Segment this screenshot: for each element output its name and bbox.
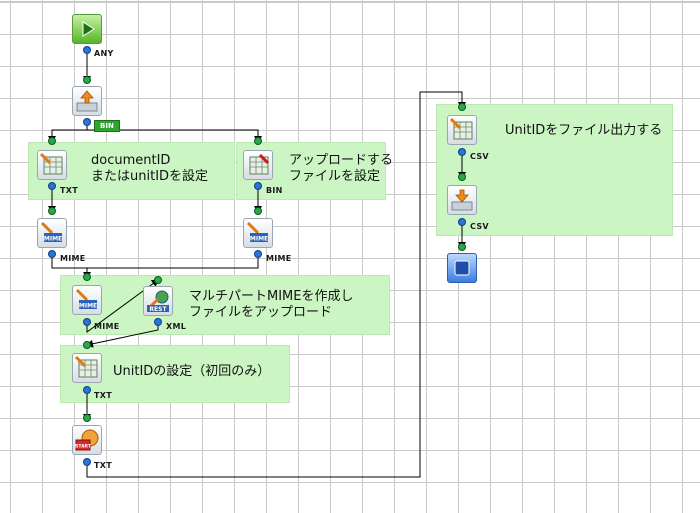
note-unitid-setting-text: UnitIDの設定（初回のみ） [113, 364, 271, 379]
wire-mime2-mime3 [87, 256, 259, 269]
unitid-input-port[interactable] [83, 341, 91, 349]
mime1-output-label: MIME [60, 254, 86, 263]
write-output-port[interactable] [458, 148, 466, 156]
write-input-port[interactable] [458, 103, 466, 111]
setfile-output-port[interactable] [254, 182, 262, 190]
note-set-upload-file-line2: ファイルを設定 [289, 169, 381, 184]
read-output-label: BIN [94, 120, 120, 132]
script-icon[interactable]: START [72, 425, 102, 455]
setid-input-port[interactable] [48, 137, 56, 145]
setid-output-port[interactable] [48, 182, 56, 190]
mime1-input-port[interactable] [48, 207, 56, 215]
write-output-label: CSV [470, 152, 489, 161]
script-input-port[interactable] [83, 414, 91, 422]
setid-output-label: TXT [60, 186, 78, 195]
rest-input-port[interactable] [154, 276, 162, 284]
csv-input-port[interactable] [458, 173, 466, 181]
rest-output-label: XML [166, 322, 187, 331]
setfile-output-label: BIN [266, 186, 283, 195]
mime1-output-port[interactable] [48, 250, 56, 258]
rest-output-port[interactable] [154, 318, 162, 326]
play-icon[interactable] [72, 14, 102, 44]
spreadsheet-mapper-icon[interactable] [37, 150, 67, 180]
mime3-output-label: MIME [94, 322, 120, 331]
read-input-port[interactable] [83, 76, 91, 84]
mime2-output-port[interactable] [254, 250, 262, 258]
note-set-document-id-line2: またはunitIDを設定 [91, 169, 209, 184]
start-output-port[interactable] [83, 46, 91, 54]
disk-read-icon[interactable] [72, 86, 102, 116]
stop-input-port[interactable] [458, 243, 466, 251]
unitid-output-port[interactable] [83, 386, 91, 394]
note-multipart-upload-line1: マルチパートMIMEを作成し [189, 289, 354, 304]
csv-output-port[interactable] [458, 218, 466, 226]
note-multipart-upload[interactable]: マルチパートMIMEを作成し ファイルをアップロード [60, 275, 390, 335]
rest-icon[interactable]: REST [143, 286, 173, 316]
file-mapper-icon[interactable] [243, 150, 273, 180]
spreadsheet-mapper-icon[interactable] [72, 353, 102, 383]
setfile-input-port[interactable] [254, 137, 262, 145]
read-output-port[interactable] [83, 118, 91, 126]
mime3-input-port[interactable] [83, 273, 91, 281]
mime-icon[interactable]: MIME [72, 285, 102, 315]
note-multipart-upload-line2: ファイルをアップロード [189, 305, 333, 320]
svg-text:MIME: MIME [44, 236, 62, 243]
script-output-label: TXT [94, 461, 112, 470]
svg-text:MIME: MIME [250, 236, 268, 243]
disk-write-icon[interactable] [447, 185, 477, 215]
mime2-input-port[interactable] [254, 207, 262, 215]
svg-text:MIME: MIME [79, 303, 97, 310]
stop-icon[interactable] [447, 253, 477, 283]
mime-icon[interactable]: MIME [243, 218, 273, 248]
note-set-document-id-line1: documentID [91, 153, 171, 168]
wire-script-write [86, 91, 466, 478]
mime2-output-label: MIME [266, 254, 292, 263]
script-output-port[interactable] [83, 458, 91, 466]
mime-icon[interactable]: MIME [37, 218, 67, 248]
note-set-upload-file[interactable]: アップロードする ファイルを設定 [236, 142, 393, 200]
svg-text:REST: REST [149, 306, 167, 313]
mime3-output-port[interactable] [83, 318, 91, 326]
spreadsheet-mapper-icon[interactable] [447, 115, 477, 145]
wire-read-setid [48, 122, 88, 143]
unitid-output-label: TXT [94, 391, 112, 400]
note-unitid-output-text: UnitIDをファイル出力する [505, 123, 663, 138]
csv-output-label: CSV [470, 222, 489, 231]
note-set-upload-file-line1: アップロードする [289, 153, 394, 168]
start-output-label: ANY [94, 49, 114, 58]
svg-text:START: START [75, 444, 92, 450]
